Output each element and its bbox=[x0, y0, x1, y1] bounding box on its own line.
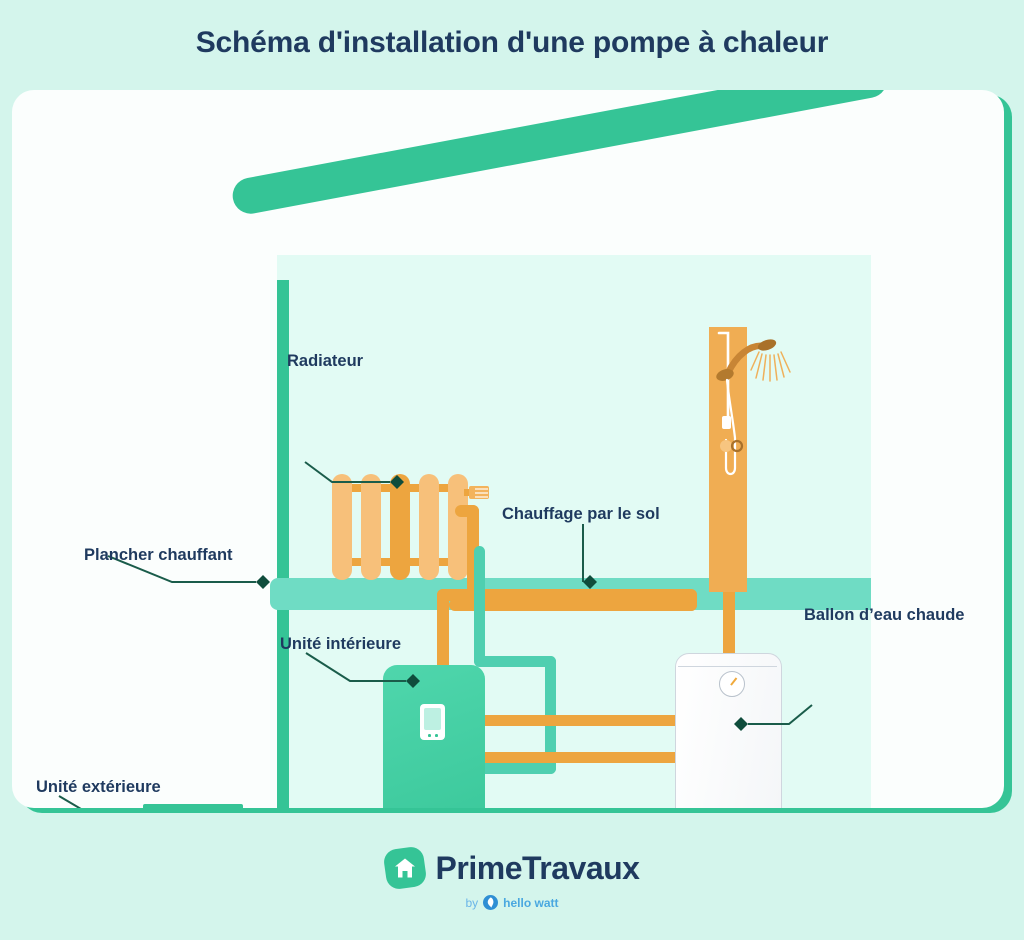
primetravaux-mark-icon bbox=[381, 845, 428, 891]
indoor-unit-indicator-dot bbox=[435, 734, 438, 737]
label-chauffage-par-le-sol: Chauffage par le sol bbox=[502, 505, 660, 523]
roof bbox=[229, 90, 890, 217]
partner-byline: by hello watt bbox=[0, 895, 1024, 910]
label-radiateur: Radiateur bbox=[287, 352, 364, 370]
left-wall bbox=[277, 280, 289, 808]
radiator-flow-pipe-elbow bbox=[455, 505, 479, 517]
cold-pipe-bottom-run bbox=[474, 763, 556, 774]
underfloor-loop-top bbox=[437, 589, 697, 601]
indoor-unit-indicator-dot bbox=[428, 734, 431, 737]
tank-top-seam bbox=[678, 666, 777, 668]
hello-watt-icon bbox=[483, 895, 499, 910]
underfloor-loop-bottom bbox=[449, 599, 697, 611]
label-ballon-eau-chaude: Ballon d’eau chaude bbox=[804, 606, 965, 624]
brand-logo: PrimeTravaux bbox=[381, 845, 640, 891]
leader-dot-plancher bbox=[256, 575, 270, 589]
house-icon bbox=[394, 858, 415, 878]
tank-return-pipe bbox=[480, 752, 726, 763]
shower-fixture-icon bbox=[716, 331, 791, 476]
label-unite-exterieure: Unité extérieure bbox=[36, 778, 161, 796]
indoor-unit-screen bbox=[424, 708, 441, 730]
cold-pipe-elbow-top bbox=[474, 656, 556, 667]
brand-name: PrimeTravaux bbox=[435, 849, 640, 886]
tank-supply-pipe bbox=[480, 715, 712, 726]
cold-pipe-from-radiator bbox=[474, 546, 485, 666]
radiator bbox=[330, 474, 490, 580]
label-plancher-chauffant: Plancher chauffant bbox=[84, 546, 233, 564]
radiator-return-riser bbox=[437, 589, 449, 671]
label-unite-interieure: Unité intérieure bbox=[280, 635, 402, 653]
diagram-card: Radiateur Plancher chauffant Chauffage p… bbox=[12, 90, 1004, 808]
footer-logo: PrimeTravaux by hello watt bbox=[0, 845, 1024, 910]
outdoor-unit-top bbox=[143, 804, 243, 808]
partner-name: hello watt bbox=[503, 895, 559, 910]
page-title: Schéma d'installation d'une pompe à chal… bbox=[195, 26, 829, 59]
tank-top-pipe bbox=[723, 609, 735, 659]
by-word: by bbox=[465, 895, 479, 910]
